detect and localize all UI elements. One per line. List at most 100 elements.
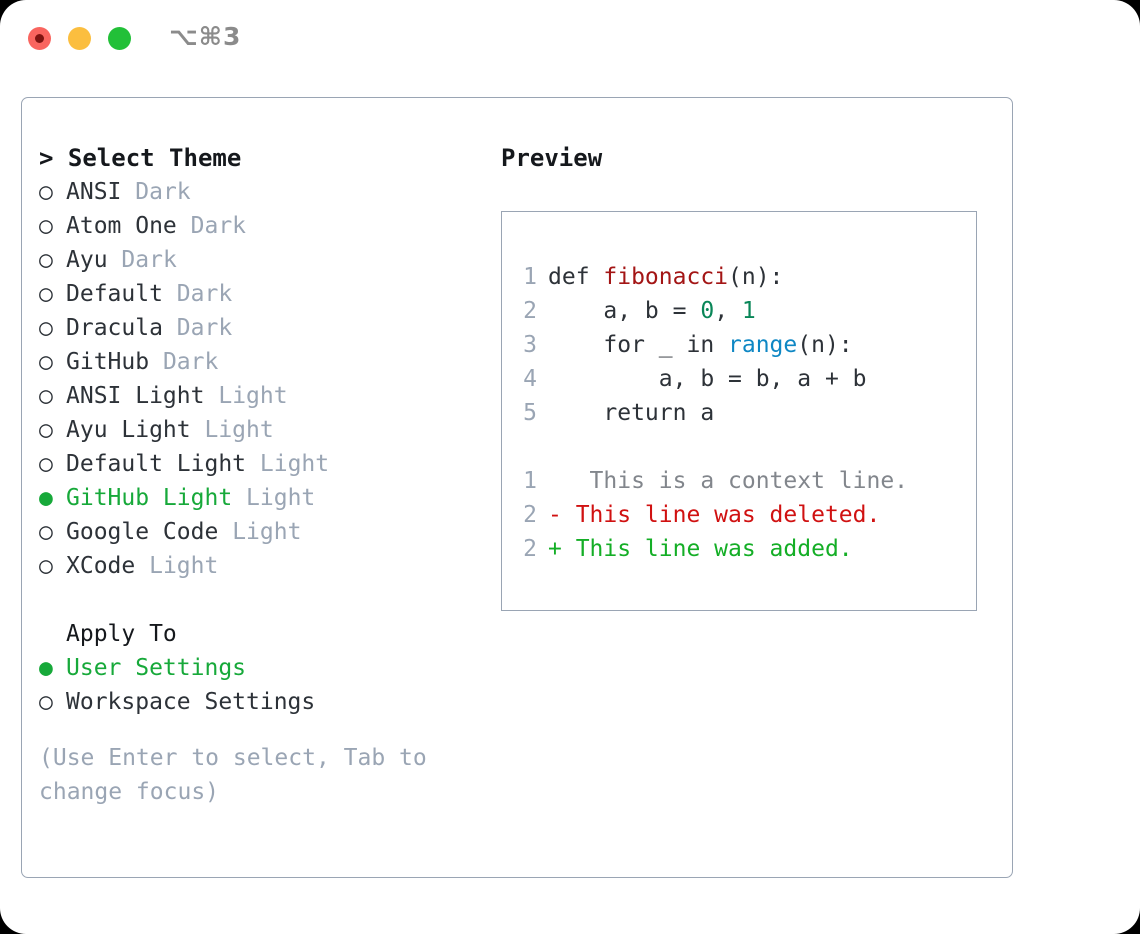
theme-item-label: ANSI [66, 179, 122, 205]
diff-line-number: 2 [523, 502, 537, 528]
diff-sample: 1 This is a context line. 2 - This line wa… [515, 464, 970, 566]
theme-variant-tag: Light [204, 417, 274, 443]
code-token-plain: return a [548, 400, 715, 426]
theme-label-gap [177, 213, 191, 239]
theme-label-gap [149, 349, 163, 375]
theme-item-label: Dracula [66, 315, 163, 341]
code-line: 3 for _ in range(n): [515, 328, 970, 362]
radio-selected-icon[interactable]: ● [39, 485, 53, 511]
radio-unselected-icon[interactable]: ○ [39, 315, 53, 341]
theme-label-gap [218, 519, 232, 545]
theme-item-default[interactable]: ○Default Dark [39, 277, 469, 311]
theme-item-label: XCode [66, 553, 136, 579]
diff-line-text: - This line was deleted. [548, 502, 881, 528]
radio-unselected-icon[interactable]: ○ [39, 281, 53, 307]
radio-unselected-icon[interactable]: ○ [39, 553, 53, 579]
code-diff-gap [515, 430, 970, 464]
radio-unselected-icon[interactable]: ○ [39, 349, 53, 375]
theme-label-gap [121, 179, 135, 205]
code-token-plain: (n): [728, 264, 784, 290]
diff-line-added: 2 + This line was added. [515, 532, 970, 566]
theme-variant-tag: Dark [176, 315, 233, 341]
theme-item-label: Atom One [66, 213, 177, 239]
theme-label-gap [163, 281, 177, 307]
theme-item-ansi[interactable]: ○ ANSI Dark [39, 175, 469, 209]
minimize-window-button[interactable] [68, 27, 91, 50]
code-line-number: 1 [523, 264, 537, 290]
theme-item-label: Google Code [66, 519, 219, 545]
apply-to-label: Apply To [66, 621, 177, 647]
theme-list[interactable]: ○ANSI Dark○Atom One Dark○Ayu Dark○Defaul… [39, 175, 469, 583]
theme-picker-panel: > Select Theme ○ANSI Dark○Atom One Dark○… [21, 97, 1013, 878]
radio-unselected-icon[interactable]: ○ [39, 247, 53, 273]
code-token-num: 0 [700, 298, 715, 324]
radio-unselected-icon[interactable]: ○ [39, 417, 53, 443]
diff-line-deleted: 2 - This line was deleted. [515, 498, 970, 532]
theme-label-gap [232, 485, 246, 511]
theme-variant-tag: Dark [176, 281, 233, 307]
theme-variant-tag: Dark [135, 179, 191, 205]
apply-to-option-user-settings[interactable]: ●User Settings [39, 651, 469, 685]
theme-label-gap [163, 315, 177, 341]
theme-label-gap [108, 247, 122, 273]
theme-variant-tag: Dark [162, 349, 219, 375]
theme-item-default-light[interactable]: ○Default Light Light [39, 447, 469, 481]
theme-item-dracula[interactable]: ○ Dracula Dark [39, 311, 469, 345]
radio-unselected-icon[interactable]: ○ [39, 383, 53, 409]
theme-item-label: Ayu [66, 247, 108, 273]
radio-unselected-icon[interactable]: ○ [39, 689, 53, 715]
radio-unselected-icon[interactable]: ○ [39, 213, 53, 239]
theme-label-gap [204, 383, 218, 409]
theme-item-xcode[interactable]: ○XCode Light [39, 549, 469, 583]
code-token-plain: , [714, 298, 742, 324]
radio-selected-icon[interactable]: ● [39, 655, 53, 681]
apply-to-option-workspace-settings[interactable]: ○Workspace Settings [39, 685, 469, 719]
code-token-num: 1 [741, 298, 756, 324]
list-spacer [39, 583, 469, 617]
code-line-number: 5 [523, 400, 537, 426]
close-window-button[interactable] [28, 27, 51, 50]
diff-line-text: + This line was added. [548, 536, 853, 562]
theme-item-label: GitHub [66, 349, 150, 375]
radio-unselected-icon[interactable]: ○ [39, 451, 53, 477]
theme-item-google-code[interactable]: ○ Google Code Light [39, 515, 469, 549]
code-token-plain: a, b = b, a + b [548, 366, 867, 392]
code-line-number: 4 [523, 366, 537, 392]
theme-list-column: > Select Theme ○ANSI Dark○Atom One Dark○… [39, 141, 469, 809]
theme-item-ansi-light[interactable]: ○ ANSI Light Light [39, 379, 469, 413]
theme-item-label: GitHub Light [66, 485, 233, 511]
preview-title: Preview [501, 144, 603, 172]
theme-item-label: Ayu Light [66, 417, 191, 443]
theme-variant-tag: Dark [190, 213, 247, 239]
maximize-window-button[interactable] [108, 27, 131, 50]
select-theme-header: > Select Theme [39, 144, 242, 172]
keyboard-hint: (Use Enter to select, Tab to change focu… [39, 745, 427, 805]
theme-item-atom-one[interactable]: ○ Atom One Dark [39, 209, 469, 243]
radio-unselected-icon[interactable]: ○ [39, 519, 53, 545]
code-token-plain: def [548, 264, 604, 290]
diff-line-number: 2 [523, 536, 537, 562]
code-line: 4 a, b = b, a + b [515, 362, 970, 396]
diff-line-context: 1 This is a context line. [515, 464, 970, 498]
code-token-plain: (n): [797, 332, 853, 358]
theme-variant-tag: Dark [121, 247, 177, 273]
code-line: 5 return a [515, 396, 970, 430]
apply-to-list[interactable]: ●User Settings○Workspace Settings [39, 651, 469, 719]
theme-item-label: ANSI Light [66, 383, 205, 409]
theme-variant-tag: Light [218, 383, 288, 409]
theme-item-ayu-light[interactable]: ○ Ayu Light Light [39, 413, 469, 447]
theme-item-github-light[interactable]: ●GitHub Light Light [39, 481, 469, 515]
code-line: 2 a, b = 0, 1 [515, 294, 970, 328]
code-token-plain: a, b = [548, 298, 701, 324]
radio-unselected-icon[interactable]: ○ [39, 179, 53, 205]
theme-label-gap [246, 451, 260, 477]
theme-item-ayu[interactable]: ○ Ayu Dark [39, 243, 469, 277]
theme-variant-tag: Light [232, 519, 302, 545]
theme-item-github[interactable]: ○ GitHub Dark [39, 345, 469, 379]
